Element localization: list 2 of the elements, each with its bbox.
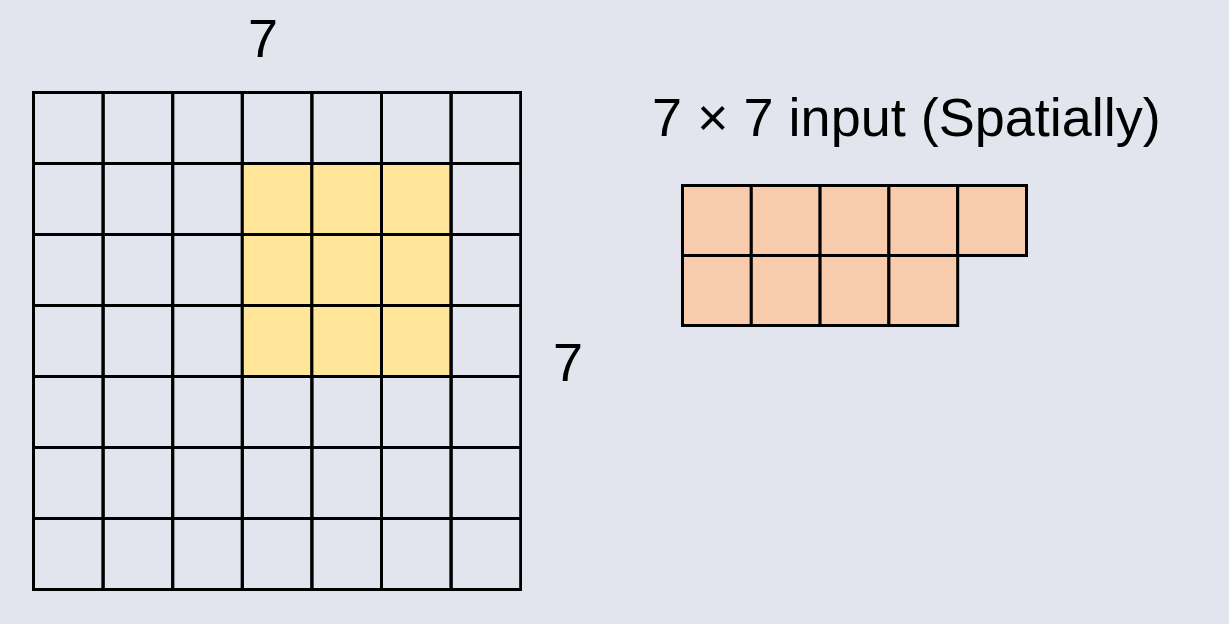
dimension-label: 7 [248, 11, 279, 65]
dimension-label: 7 [553, 335, 584, 389]
